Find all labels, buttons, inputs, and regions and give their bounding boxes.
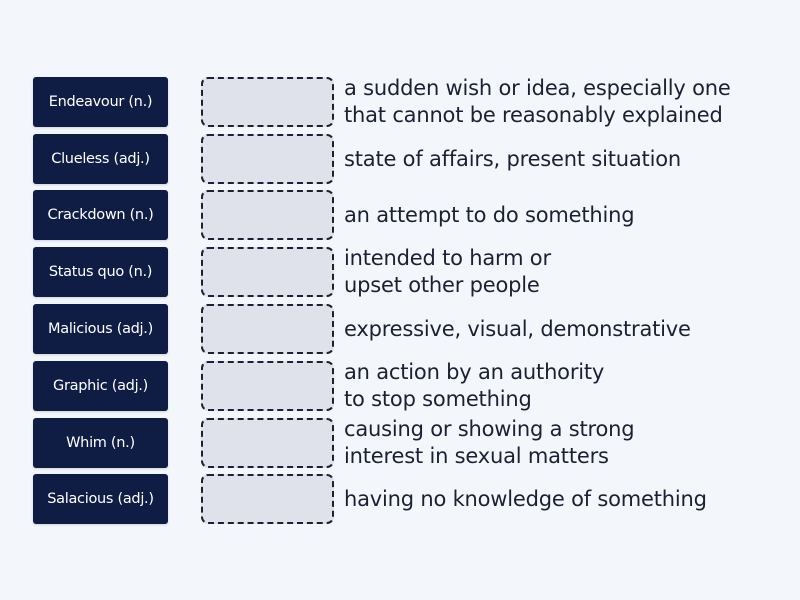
definition-line: causing or showing a strong: [344, 417, 635, 441]
drop-zone[interactable]: [201, 190, 334, 240]
word-tile-endeavour[interactable]: Endeavour (n.): [33, 77, 168, 127]
drop-zone[interactable]: [201, 304, 334, 354]
definition-line: an attempt to do something: [344, 202, 635, 227]
word-tile-graphic[interactable]: Graphic (adj.): [33, 361, 168, 411]
definition: an action by an authority to stop somethi…: [344, 360, 794, 411]
match-row: Graphic (adj.) an action by an authority…: [0, 360, 800, 411]
drop-zone[interactable]: [201, 418, 334, 468]
match-row: Crackdown (n.) an attempt to do somethin…: [0, 190, 800, 240]
word-tile-salacious[interactable]: Salacious (adj.): [33, 474, 168, 524]
definition: an attempt to do something: [344, 190, 794, 240]
word-tile-crackdown[interactable]: Crackdown (n.): [33, 190, 168, 240]
definition-line: having no knowledge of something: [344, 486, 707, 511]
definition-line: intended to harm or: [344, 246, 551, 270]
definition-line: to stop something: [344, 387, 532, 411]
definition: a sudden wish or idea, especially one tha…: [344, 76, 794, 127]
drop-zone[interactable]: [201, 361, 334, 411]
match-row: Status quo (n.) intended to harm or upset…: [0, 246, 800, 297]
definition-line: upset other people: [344, 273, 540, 297]
word-tile-clueless[interactable]: Clueless (adj.): [33, 134, 168, 184]
match-row: Whim (n.) causing or showing a strong int…: [0, 417, 800, 468]
drop-zone[interactable]: [201, 134, 334, 184]
definition-line: state of affairs, present situation: [344, 146, 681, 171]
drop-zone[interactable]: [201, 474, 334, 524]
definition: causing or showing a strong interest in s…: [344, 417, 794, 468]
definition: state of affairs, present situation: [344, 134, 794, 184]
match-row: Endeavour (n.) a sudden wish or idea, es…: [0, 76, 800, 127]
match-row: Clueless (adj.) state of affairs, presen…: [0, 134, 800, 184]
definition: having no knowledge of something: [344, 474, 794, 524]
drop-zone[interactable]: [201, 247, 334, 297]
definition-line: that cannot be reasonably explained: [344, 103, 723, 127]
word-tile-whim[interactable]: Whim (n.): [33, 418, 168, 468]
word-tile-malicious[interactable]: Malicious (adj.): [33, 304, 168, 354]
definition-line: an action by an authority: [344, 360, 605, 384]
definition-line: interest in sexual matters: [344, 444, 609, 468]
definition-line: a sudden wish or idea, especially one: [344, 76, 731, 100]
match-row: Malicious (adj.) expressive, visual, dem…: [0, 304, 800, 354]
match-row: Salacious (adj.) having no knowledge of …: [0, 474, 800, 524]
drop-zone[interactable]: [201, 77, 334, 127]
definition: intended to harm or upset other people: [344, 246, 794, 297]
word-tile-status-quo[interactable]: Status quo (n.): [33, 247, 168, 297]
definition-line: expressive, visual, demonstrative: [344, 316, 691, 341]
definition: expressive, visual, demonstrative: [344, 304, 794, 354]
